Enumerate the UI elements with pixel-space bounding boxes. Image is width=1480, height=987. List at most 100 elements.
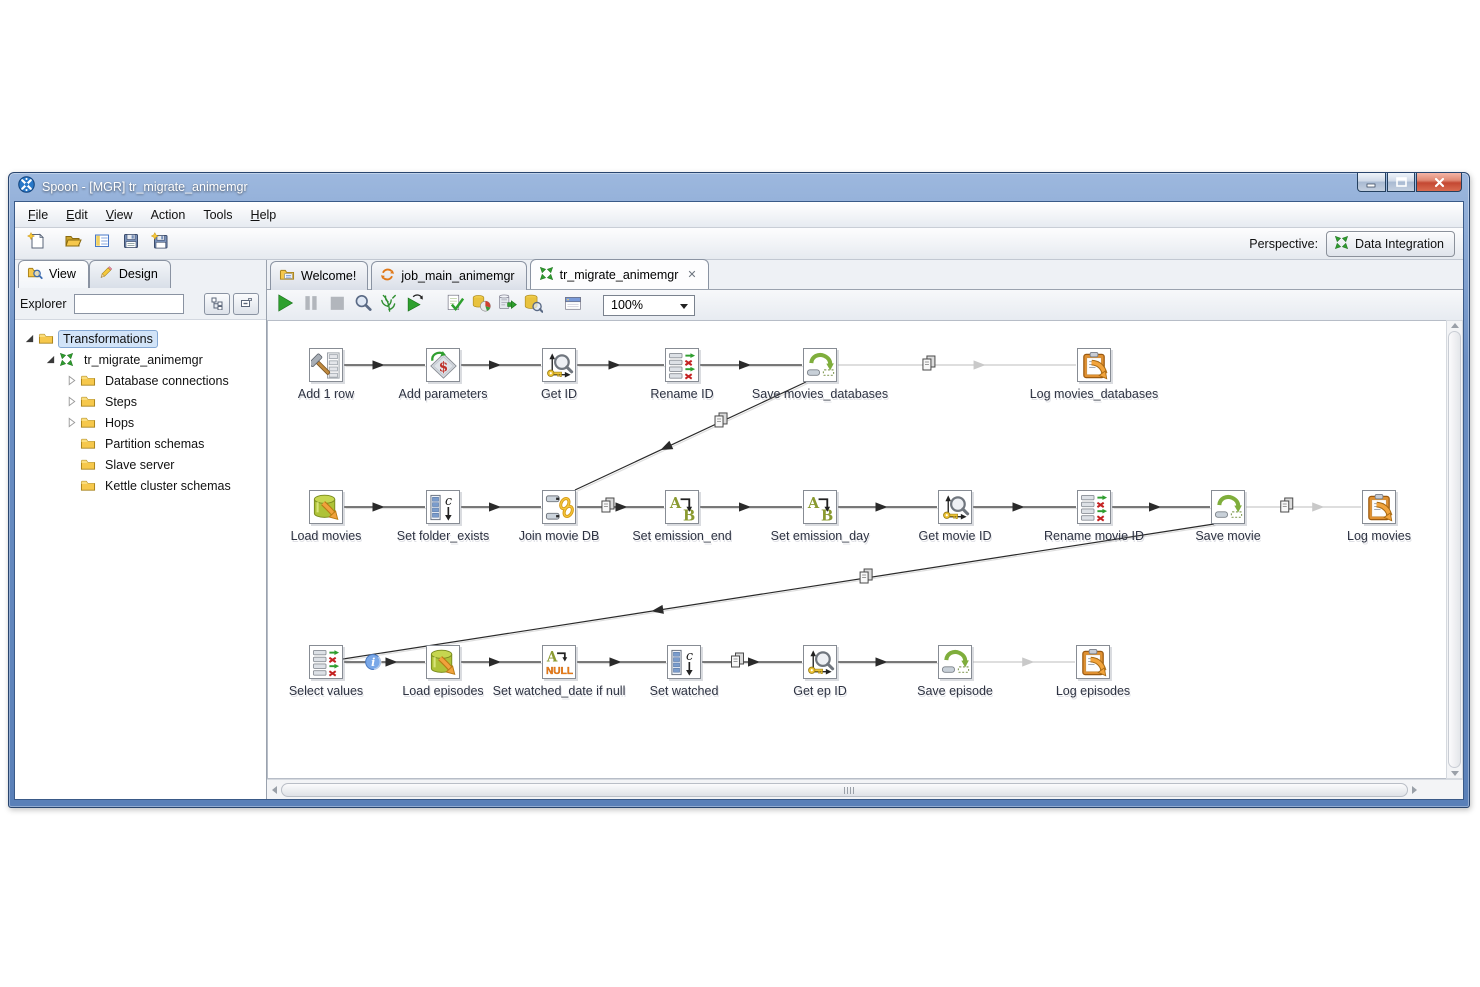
explorer-search-input[interactable] [73,293,184,314]
step-addparams[interactable]: $Add parameters [399,348,487,401]
step-getepid[interactable]: Get ep ID [793,645,847,698]
get-sql-button[interactable] [495,293,519,317]
insert-update-icon[interactable] [938,645,972,679]
zoom-level-combo[interactable]: 100% [603,294,695,316]
tree-item-transformations[interactable]: Transformations [15,328,266,349]
new-file-button[interactable] [23,231,49,256]
sidebar-tab-view[interactable]: View [18,260,89,288]
step-loadepisodes[interactable]: Load episodes [402,645,484,698]
scroll-down-icon[interactable] [1450,771,1459,776]
expander-icon[interactable] [42,354,58,365]
horizontal-scrollbar[interactable] [267,779,1463,799]
menu-help[interactable]: Help [250,207,277,222]
step-logmovies[interactable]: Log movies [1347,490,1411,543]
tree-view-toggle-button[interactable] [204,292,230,315]
step-saveepisode[interactable]: Save episode [917,645,993,698]
explore-repository-button[interactable] [89,232,115,256]
insert-update-icon[interactable] [1211,490,1245,524]
replay-button[interactable] [403,293,427,317]
save-file-as-button[interactable] [147,231,173,256]
tree-item-hops[interactable]: Hops [15,412,266,433]
add-constants-icon[interactable]: c [667,645,701,679]
vertical-scroll-thumb[interactable] [1448,331,1461,768]
tree-item-database-connections[interactable]: Database connections [15,370,266,391]
collapse-all-button[interactable] [233,292,259,315]
step-loadmovies[interactable]: Load movies [291,490,361,543]
scroll-right-icon[interactable] [1411,785,1417,794]
tab-welcome-[interactable]: Welcome! [270,261,369,290]
tree-item-partition-schemas[interactable]: Partition schemas [15,433,266,454]
save-file-button[interactable] [118,232,144,256]
scroll-left-icon[interactable] [272,785,277,794]
tab-tr-migrate-animemgr[interactable]: tr_migrate_animemgr✕ [529,259,709,289]
tree-item-kettle-cluster-schemas[interactable]: Kettle cluster schemas [15,475,266,496]
expander-icon[interactable] [63,417,79,428]
minimize-button[interactable] [1357,173,1386,192]
menu-view[interactable]: View [105,207,133,222]
select-values-icon[interactable] [309,645,343,679]
title-bar[interactable]: Spoon - [MGR] tr_migrate_animemgr [14,173,1464,201]
impact-button[interactable] [469,293,493,317]
expander-icon[interactable] [63,375,79,386]
vertical-scrollbar[interactable] [1446,320,1463,779]
step-renameid[interactable]: Rename ID [650,348,714,401]
explore-db-button[interactable] [521,293,545,317]
add-constants-icon[interactable]: c [426,490,460,524]
tree-item-steps[interactable]: Steps [15,391,266,412]
select-values-icon[interactable] [665,348,699,382]
insert-update-icon[interactable] [803,348,837,382]
close-button[interactable] [1416,173,1462,192]
step-getid[interactable]: Get ID [541,348,577,401]
step-add1row[interactable]: Add 1 row [298,348,354,401]
debug-button[interactable] [377,293,401,317]
expander-icon[interactable] [63,396,79,407]
close-icon[interactable]: ✕ [687,268,697,281]
sidebar-tab-design[interactable]: Design [88,260,171,288]
menu-action[interactable]: Action [150,207,186,222]
tree-item-slave-server[interactable]: Slave server [15,454,266,475]
perspective-button[interactable]: Data Integration [1326,230,1455,257]
merge-join-icon[interactable] [542,490,576,524]
step-savemovie[interactable]: Save movie [1195,490,1261,543]
horizontal-scroll-thumb[interactable] [281,782,1408,797]
verify-button[interactable] [443,293,467,317]
tab-job-main-animemgr[interactable]: job_main_animemgr [371,261,527,290]
show-results-button[interactable] [561,293,585,317]
write-to-log-icon[interactable] [1076,645,1110,679]
write-to-log-icon[interactable] [1077,348,1111,382]
step-getmovieid[interactable]: Get movie ID [919,490,991,543]
table-input-icon[interactable] [309,490,343,524]
scroll-up-icon[interactable] [1450,323,1459,328]
table-input-icon[interactable] [426,645,460,679]
db-lookup-icon[interactable] [542,348,576,382]
maximize-button[interactable] [1387,173,1415,192]
db-lookup-icon[interactable] [803,645,837,679]
get-variables-icon[interactable]: $ [426,348,460,382]
expander-icon[interactable] [21,333,37,344]
preview-button[interactable] [351,293,375,317]
write-to-log-icon[interactable] [1362,490,1396,524]
generate-rows-icon[interactable] [309,348,343,382]
step-joinmovie[interactable]: Join movie DB [519,490,599,543]
select-values-icon[interactable] [1077,490,1111,524]
tree-item-tr-migrate-animemgr[interactable]: tr_migrate_animemgr [15,349,266,370]
step-logepisodes[interactable]: Log episodes [1056,645,1130,698]
step-renmovieid[interactable]: Rename movie ID [1044,490,1144,543]
db-lookup-icon[interactable] [938,490,972,524]
menu-tools[interactable]: Tools [203,207,233,222]
step-savemdb[interactable]: Save movies_databases [752,348,888,401]
step-logmdb[interactable]: Log movies_databases [1030,348,1158,401]
open-file-button[interactable] [60,232,86,256]
run-button[interactable] [273,293,297,317]
step-selectvalues[interactable]: Select values [289,645,363,698]
menu-edit[interactable]: Edit [66,207,88,222]
